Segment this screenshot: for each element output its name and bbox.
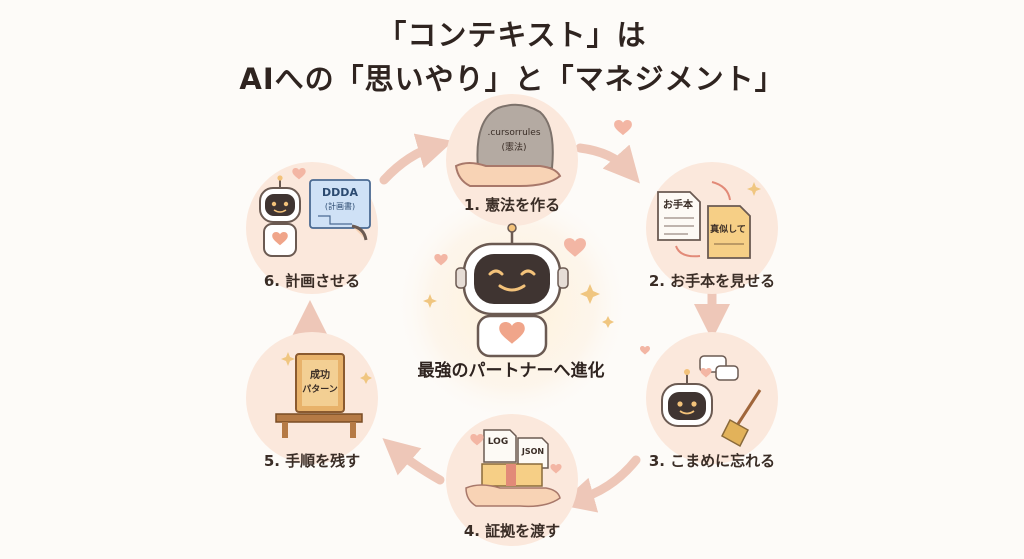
step-1-label: 1. 憲法を作る (463, 196, 561, 214)
cycle-arrows (292, 133, 730, 513)
title-line-1: 「コンテキスト」は (377, 18, 647, 52)
robot-broom-icon (661, 355, 762, 448)
book-title-2: パターン (302, 383, 338, 395)
plan-title: DDDA (322, 186, 358, 199)
title-line-2: AIへの「思いやり」と「マネジメント」 (239, 62, 785, 96)
step-2-label: 2. お手本を見せる (648, 272, 776, 290)
doc-label-example: お手本 (663, 198, 694, 211)
stone-text-1: .cursorrules (487, 128, 540, 138)
doc-label-json: JSON (521, 447, 544, 456)
doc-label-log: LOG (488, 437, 508, 447)
example-documents-icon: お手本 真似して (657, 181, 751, 259)
step-6-label: 6. 計画させる (263, 272, 361, 290)
open-hand-icon (454, 162, 562, 187)
arrow-1-to-2 (575, 143, 640, 184)
success-pattern-book-icon: 成功 パターン (275, 353, 363, 438)
evidence-package-icon: LOG JSON (465, 429, 561, 508)
arrow-3-to-4 (558, 455, 641, 513)
doc-label-imitate: 真似して (710, 223, 746, 235)
book-title-1: 成功 (310, 368, 330, 381)
center-robot-icon (455, 223, 569, 358)
arrow-4-to-5 (382, 438, 445, 485)
stone-text-2: (憲法) (501, 141, 526, 153)
plan-subtitle: (計画書) (325, 201, 355, 211)
sparkle-icons (281, 182, 761, 384)
robot-plan-icon: DDDA (計画書) (259, 175, 371, 257)
step-4-label: 4. 証拠を渡す (463, 522, 561, 540)
heart-icon (640, 346, 650, 355)
center-label: 最強のパートナーへ進化 (417, 361, 605, 381)
arrow-6-to-1 (379, 133, 454, 185)
heart-icon (614, 120, 632, 136)
step-3-label: 3. こまめに忘れる (648, 452, 776, 470)
stone-tablet-icon: .cursorrules (憲法) (476, 103, 554, 169)
step-5-label: 5. 手順を残す (263, 452, 361, 470)
